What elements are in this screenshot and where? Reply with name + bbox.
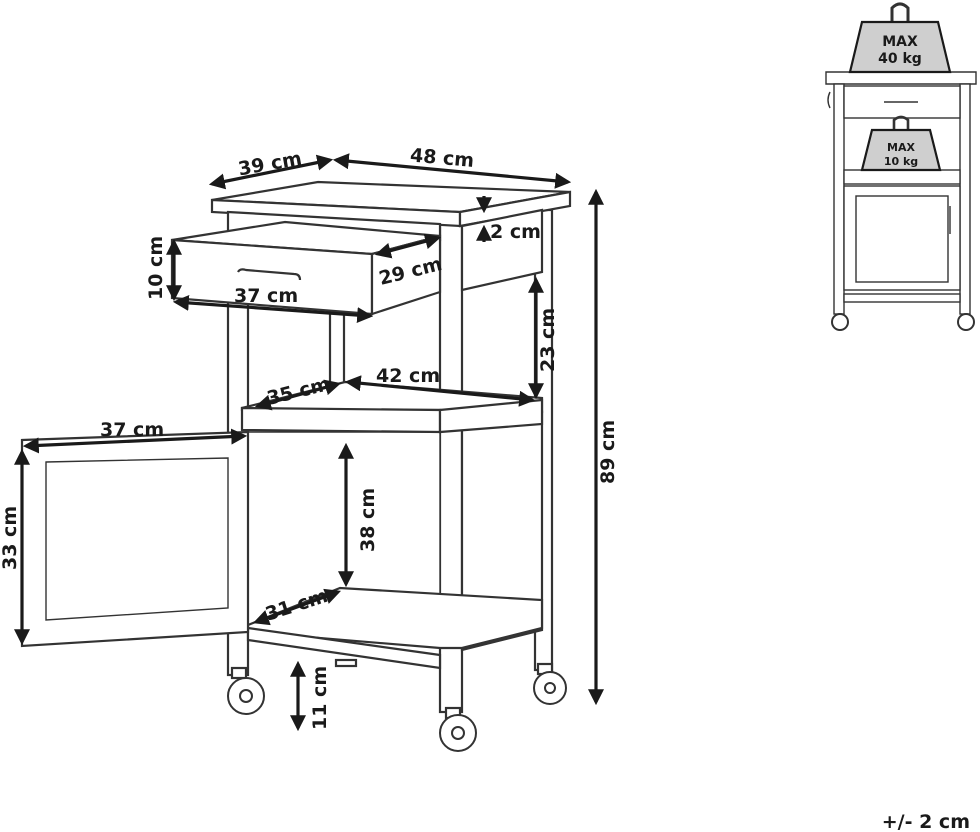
weight-40kg-line2: 40 kg [878,51,922,67]
label-shelf-width: 42 cm [376,365,440,387]
wheel-back-right [533,662,567,705]
weight-10kg-line1: MAX [887,141,915,154]
middle-shelf-front [240,406,442,434]
load-limit-inset: MAX 40 kg MAX 10 kg [825,2,977,331]
dim-bottom-shelf-depth-arrow [252,588,342,626]
label-door-height: 33 cm [0,506,21,570]
dim-drawer-width-arrow [172,294,374,324]
label-shelf-gap: 23 cm [537,308,559,372]
inset-cabinet-door [855,195,949,283]
dim-shelf-width-arrow [344,375,536,407]
label-door-width: 37 cm [100,419,164,441]
label-top-thickness: 2 cm [490,221,541,243]
weight-40kg-line1: MAX [882,34,918,50]
label-total-height: 89 cm [597,420,619,484]
weight-10kg-line2: 10 kg [884,155,918,168]
label-drawer-width: 37 cm [234,285,298,307]
inset-shelf [843,169,961,185]
inset-right-leg [959,83,971,315]
inset-bottom-rail [843,293,961,303]
main-trolley-drawing [20,180,572,752]
dimension-lines [14,153,604,732]
back-left-foot [334,658,358,668]
tolerance-note: +/- 2 cm [882,811,970,832]
drawer-handle [237,268,302,281]
label-drawer-height: 10 cm [145,236,167,300]
wheel-front-right [439,706,477,752]
top-board-side [458,190,572,228]
inset-left-leg [833,83,845,315]
inset-drawer [843,85,961,119]
bottom-shelf-front [246,626,442,670]
label-leg-height: 11 cm [309,666,331,730]
weight-40kg-icon: MAX 40 kg [848,2,952,74]
dim-top-width-arrow [332,153,572,189]
inset-wheel-left [831,313,849,331]
inset-top-board [825,71,977,85]
inset-wheel-right [957,313,975,331]
door-panel [45,457,229,621]
label-top-depth: 39 cm [237,148,304,181]
wheel-front-left [227,666,265,715]
dim-drawer-depth-arrow [374,233,442,259]
inset-side-hook [827,91,831,109]
dim-door-width-arrow [22,428,248,454]
label-cabinet-height: 38 cm [357,488,379,552]
weight-10kg-icon: MAX 10 kg [860,115,942,172]
dim-shelf-depth-arrow [254,379,342,411]
dim-top-depth-arrow [208,154,334,190]
